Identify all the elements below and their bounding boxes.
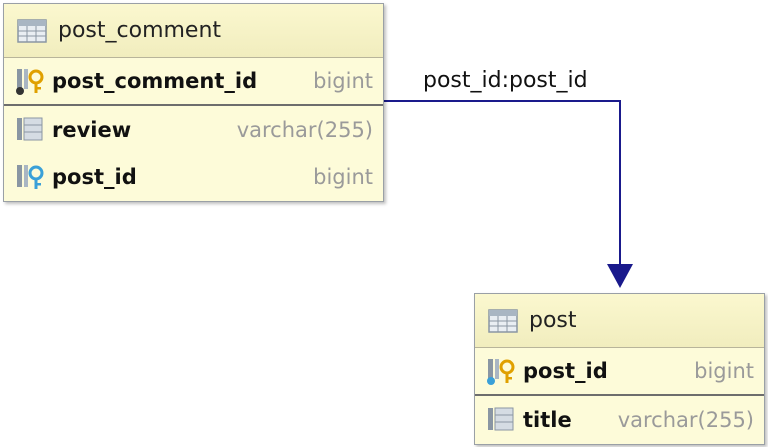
column-row[interactable]: title varchar(255)	[475, 396, 764, 443]
column-row[interactable]: post_comment_id bigint	[4, 58, 383, 106]
column-icon	[485, 404, 517, 436]
column-row[interactable]: post_id bigint	[4, 153, 383, 200]
relationship-arrowhead	[607, 264, 633, 288]
column-type: varchar(255)	[617, 407, 754, 432]
entity-post[interactable]: post post_id bigint title varchar(	[474, 293, 765, 445]
relationship-line	[384, 100, 621, 266]
column-type: varchar(255)	[236, 117, 373, 142]
foreign-key-column-icon	[14, 161, 46, 193]
column-icon	[14, 114, 46, 146]
table-icon	[487, 305, 519, 337]
primary-key-column-icon	[14, 65, 46, 97]
table-icon	[16, 15, 48, 47]
entity-header: post_comment	[4, 4, 383, 58]
column-type: bigint	[313, 69, 373, 93]
column-name: post_id	[523, 359, 608, 383]
entity-title: post_comment	[58, 18, 222, 43]
column-type: bigint	[313, 164, 373, 189]
primary-key-column-icon	[485, 355, 517, 387]
column-row[interactable]: review varchar(255)	[4, 106, 383, 153]
column-name: title	[523, 407, 572, 432]
entity-title: post	[529, 308, 577, 333]
column-name: post_comment_id	[52, 69, 258, 93]
column-name: post_id	[52, 164, 137, 189]
entity-post-comment[interactable]: post_comment post_comment_id bigint re	[3, 3, 384, 202]
column-row[interactable]: post_id bigint	[475, 348, 764, 396]
column-type: bigint	[694, 359, 754, 383]
entity-header: post	[475, 294, 764, 348]
column-name: review	[52, 117, 132, 142]
relationship-label: post_id:post_id	[423, 68, 588, 93]
